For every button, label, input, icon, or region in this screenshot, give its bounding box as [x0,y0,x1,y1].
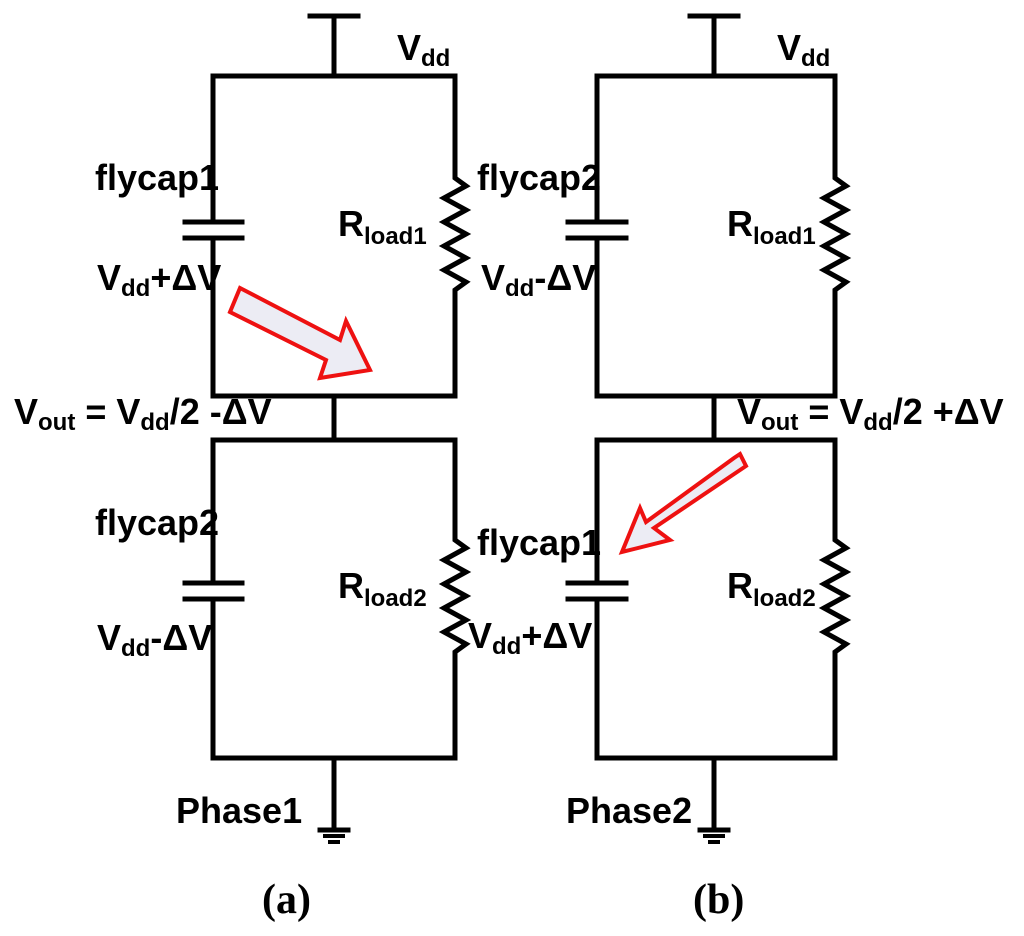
flycap-voltage-a-bottom: Vdd-ΔV [97,617,212,662]
vdd-label-a: Vdd [397,27,450,72]
panel-b-circuit [565,13,852,844]
flycap-label-b-bottom: flycap1 [477,522,601,563]
bottom-resistor-a [438,437,472,761]
vout-label-b: Vout = Vdd/2 +ΔV [737,391,1004,436]
current-flow-arrow-b [618,451,749,555]
rload-label-a-bottom: Rload2 [338,565,427,612]
caption-a: (a) [262,877,311,923]
flycap-label-b-top: flycap2 [477,157,601,198]
vdd-label-b: Vdd [777,27,830,72]
phase-label-a: Phase1 [176,790,302,831]
flycap-voltage-b-bottom: Vdd+ΔV [468,615,592,660]
ground-icon-a [317,827,351,844]
flycap-voltage-a-top: Vdd+ΔV [97,257,221,302]
caption-b: (b) [693,877,744,923]
ground-icon-b [697,827,731,844]
flycap-label-a-top: flycap1 [95,157,219,198]
flycap-voltage-b-top: Vdd-ΔV [481,257,596,302]
rload-label-a-top: Rload1 [338,203,427,250]
panel-a-circuit [182,13,472,844]
flycap-label-a-bottom: flycap2 [95,502,219,543]
top-resistor-a [438,73,472,399]
current-flow-arrow-a [227,285,373,381]
vout-label-a: Vout = Vdd/2 -ΔV [14,391,272,436]
top-resistor-b [818,73,852,399]
rload-label-b-bottom: Rload2 [727,565,816,612]
rload-label-b-top: Rload1 [727,203,816,250]
phase-label-b: Phase2 [566,790,692,831]
bottom-resistor-b [818,437,852,761]
